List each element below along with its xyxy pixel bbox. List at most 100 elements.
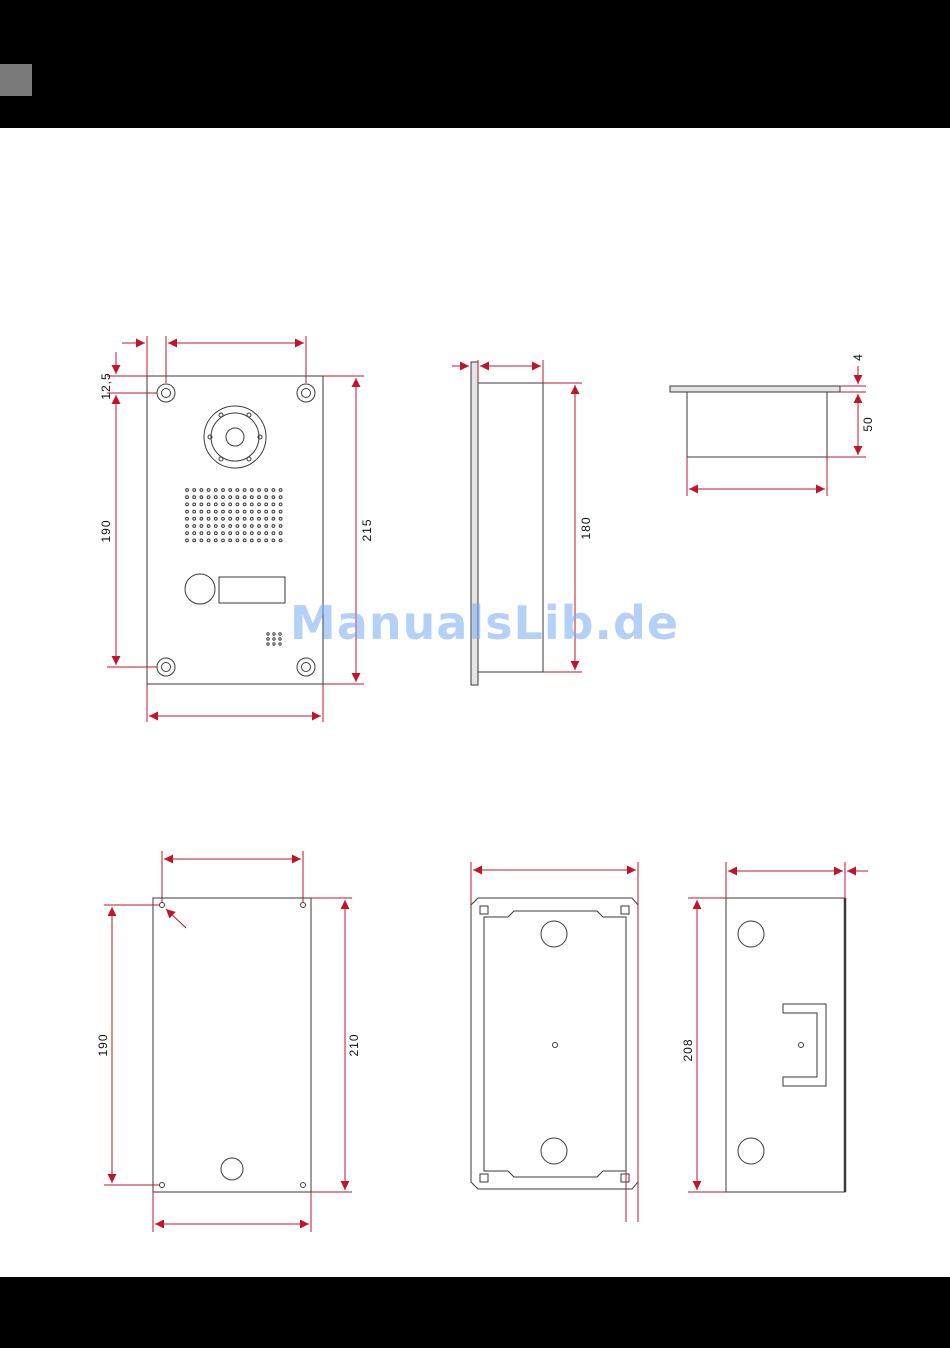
speaker-hole <box>200 532 203 535</box>
speaker-hole <box>214 496 217 499</box>
mounting-template <box>153 898 311 1192</box>
top-view <box>670 386 840 457</box>
dim-label-box-height: 208 <box>681 1038 695 1061</box>
speaker-hole <box>229 503 232 506</box>
speaker-hole <box>207 496 210 499</box>
speaker-hole <box>243 510 246 513</box>
dim-label-mount-height: 210 <box>347 1033 361 1056</box>
box-corner-tr <box>621 906 629 914</box>
speaker-hole <box>279 510 282 513</box>
mount-hole-bottom-left <box>160 1183 165 1188</box>
speaker-hole <box>258 489 261 492</box>
dim-label-top-body: 50 <box>861 416 875 431</box>
speaker-hole <box>279 503 282 506</box>
speaker-hole <box>229 539 232 542</box>
speaker-hole <box>193 532 196 535</box>
top-housing <box>687 392 827 457</box>
speaker-hole <box>258 503 261 506</box>
speaker-hole <box>193 489 196 492</box>
mic-hole <box>279 643 281 645</box>
speaker-hole <box>186 510 189 513</box>
speaker-hole <box>200 510 203 513</box>
speaker-hole <box>207 510 210 513</box>
box-side-knockout-bottom <box>738 1138 764 1164</box>
box-center-hole <box>553 1043 558 1048</box>
speaker-hole <box>214 517 217 520</box>
speaker-hole <box>265 510 268 513</box>
speaker-hole <box>236 525 239 528</box>
speaker-hole <box>250 496 253 499</box>
speaker-hole <box>272 496 275 499</box>
speaker-hole <box>200 503 203 506</box>
mounting-bracket <box>783 1004 826 1086</box>
mic-hole <box>267 633 269 635</box>
speaker-hole <box>250 510 253 513</box>
speaker-hole <box>186 517 189 520</box>
speaker-hole <box>193 517 196 520</box>
speaker-hole <box>229 517 232 520</box>
speaker-hole <box>272 532 275 535</box>
top-front-plate <box>670 386 840 392</box>
speaker-hole <box>265 525 268 528</box>
mount-hole-top-left <box>160 903 165 908</box>
speaker-hole <box>222 539 225 542</box>
speaker-hole <box>222 503 225 506</box>
mic-hole <box>267 643 269 645</box>
speaker-hole <box>265 503 268 506</box>
speaker-hole <box>222 517 225 520</box>
mic-hole <box>279 633 281 635</box>
speaker-hole <box>258 517 261 520</box>
speaker-hole <box>222 532 225 535</box>
speaker-hole <box>250 489 253 492</box>
speaker-hole <box>229 525 232 528</box>
speaker-hole <box>258 496 261 499</box>
screw-top-left <box>157 384 175 402</box>
speaker-hole <box>236 489 239 492</box>
speaker-hole <box>272 525 275 528</box>
mounting-template-dimensions <box>104 851 352 1232</box>
speaker-hole <box>186 525 189 528</box>
speaker-hole <box>207 489 210 492</box>
speaker-hole <box>272 517 275 520</box>
speaker-hole <box>186 539 189 542</box>
speaker-hole <box>214 525 217 528</box>
speaker-hole <box>279 496 282 499</box>
microphone-holes <box>267 633 281 645</box>
speaker-hole <box>243 539 246 542</box>
speaker-hole <box>207 532 210 535</box>
speaker-hole <box>200 517 203 520</box>
speaker-hole <box>236 510 239 513</box>
speaker-hole <box>186 503 189 506</box>
speaker-hole <box>265 539 268 542</box>
speaker-hole <box>250 503 253 506</box>
speaker-hole <box>200 496 203 499</box>
box-corner-br <box>621 1174 629 1182</box>
speaker-hole <box>186 496 189 499</box>
speaker-hole <box>272 510 275 513</box>
speaker-hole <box>265 532 268 535</box>
speaker-hole <box>265 496 268 499</box>
box-side-dimensions <box>688 862 868 1192</box>
speaker-hole <box>186 489 189 492</box>
cable-entry-hole <box>221 1158 243 1180</box>
speaker-hole <box>222 525 225 528</box>
speaker-hole <box>243 489 246 492</box>
mount-hole-bottom-right <box>301 1183 306 1188</box>
speaker-hole <box>222 510 225 513</box>
box-frame-inner <box>484 911 626 1177</box>
box-knockout-bottom <box>541 1138 567 1164</box>
speaker-grille <box>186 489 282 542</box>
box-frame-outer <box>471 898 638 1189</box>
speaker-hole <box>236 503 239 506</box>
dim-label-top-plate: 4 <box>851 353 865 361</box>
speaker-hole <box>258 525 261 528</box>
bracket-hole <box>799 1043 804 1048</box>
speaker-hole <box>207 539 210 542</box>
speaker-hole <box>243 532 246 535</box>
speaker-hole <box>214 510 217 513</box>
speaker-hole <box>229 496 232 499</box>
speaker-hole <box>193 525 196 528</box>
speaker-hole <box>265 517 268 520</box>
speaker-hole <box>207 517 210 520</box>
